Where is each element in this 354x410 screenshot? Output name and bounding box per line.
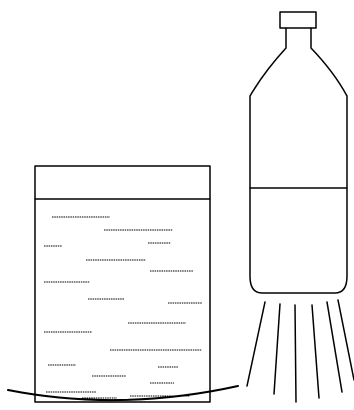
- bottle-body: [249, 27, 348, 294]
- water-stream: [311, 304, 320, 399]
- water-stream: [294, 304, 297, 403]
- water-streams: [246, 299, 354, 403]
- water-stream: [273, 303, 281, 395]
- water-bottle: [249, 11, 348, 294]
- tank-outline: [34, 165, 211, 403]
- water-tank: [34, 165, 211, 403]
- water-stream: [246, 301, 266, 387]
- water-stream: [337, 299, 354, 381]
- ground-curve: [7, 385, 239, 402]
- water-stream: [326, 301, 343, 393]
- tank-water-texture: [44, 216, 202, 399]
- bottle-cap: [279, 11, 317, 29]
